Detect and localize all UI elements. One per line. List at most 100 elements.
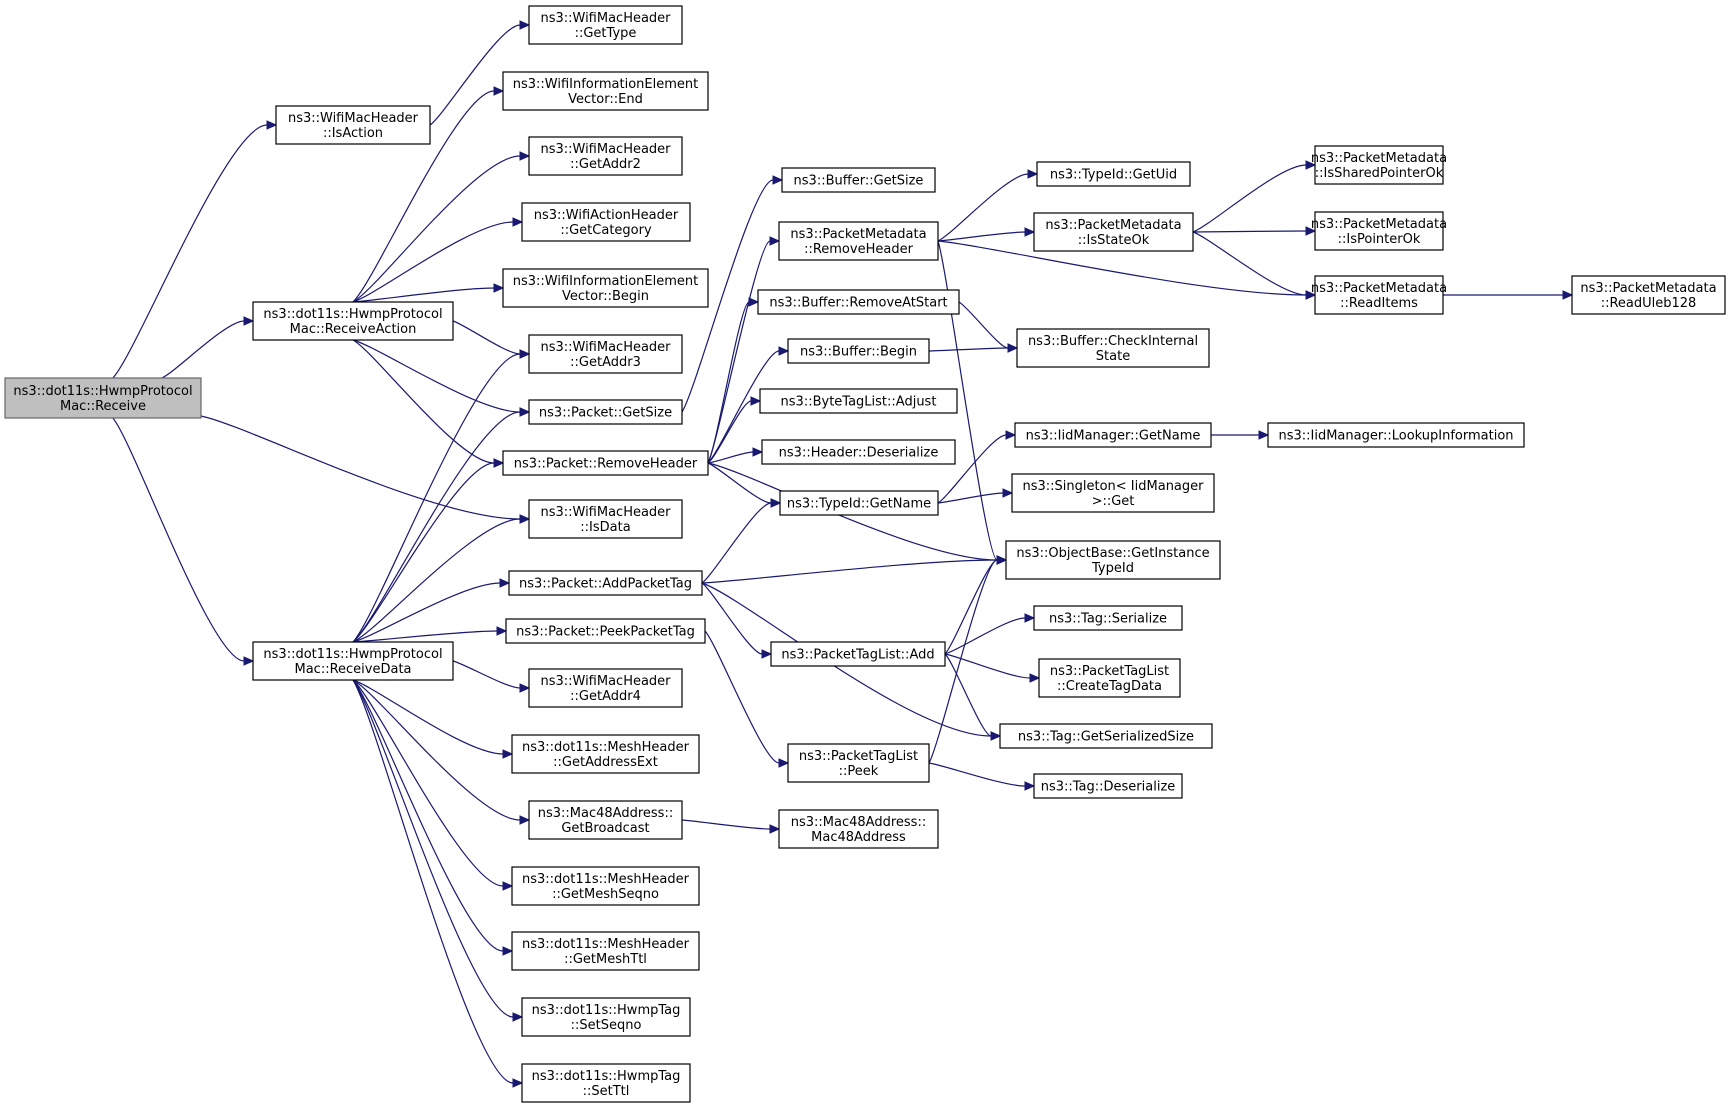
- node-box: [761, 439, 956, 465]
- node-getBroadcast[interactable]: ns3::Mac48Address::GetBroadcast: [528, 800, 683, 840]
- node-getMeshTtl[interactable]: ns3::dot11s::MeshHeader::GetMeshTtl: [511, 931, 700, 971]
- edge-line: [937, 231, 1026, 242]
- arrowhead-icon: [493, 86, 505, 96]
- arrowhead-icon: [512, 217, 524, 227]
- node-pmIsSharedPointerOk[interactable]: ns3::PacketMetadata::IsSharedPointerOk: [1311, 145, 1447, 185]
- node-getAddr2[interactable]: ns3::WifiMacHeader::GetAddr2: [528, 136, 683, 176]
- node-receiveData[interactable]: ns3::dot11s::HwmpProtocolMac::ReceiveDat…: [252, 641, 454, 681]
- arrowhead-icon: [493, 283, 505, 293]
- arrowhead-icon: [1024, 613, 1036, 623]
- arrowhead-icon: [990, 731, 1002, 741]
- node-iidLookupInformation[interactable]: ns3::IidManager::LookupInformation: [1267, 422, 1525, 448]
- edge-line: [352, 339, 495, 464]
- node-label: ::SetTtl: [583, 1084, 630, 1099]
- node-mac48Address[interactable]: ns3::Mac48Address::Mac48Address: [778, 809, 939, 849]
- node-box: [511, 866, 700, 906]
- node-bufRemoveAtStart[interactable]: ns3::Buffer::RemoveAtStart: [757, 289, 960, 315]
- node-ptlPeek[interactable]: ns3::PacketTagList::Peek: [787, 743, 930, 783]
- edge-line: [928, 559, 998, 764]
- node-bufBegin[interactable]: ns3::Buffer::Begin: [787, 338, 930, 364]
- node-pmReadItems[interactable]: ns3::PacketMetadata::ReadItems: [1311, 275, 1447, 315]
- node-box: [1033, 605, 1183, 631]
- node-peekPacketTag[interactable]: ns3::Packet::PeekPacketTag: [505, 618, 706, 644]
- edge-ptlPeek-getInstanceTypeId: [928, 555, 1008, 764]
- node-label: ns3::Mac48Address::: [791, 815, 926, 830]
- node-getAddressExt[interactable]: ns3::dot11s::MeshHeader::GetAddressExt: [511, 734, 700, 774]
- node-getMeshSeqno[interactable]: ns3::dot11s::MeshHeader::GetMeshSeqno: [511, 866, 700, 906]
- node-box: [511, 931, 700, 971]
- edge-ptlAdd-tagGetSerializedSize: [944, 653, 1002, 741]
- node-pmRemoveHeader[interactable]: ns3::PacketMetadata::RemoveHeader: [778, 221, 939, 261]
- edge-receiveAction-infoEnd: [352, 86, 505, 303]
- edge-line: [944, 617, 1026, 655]
- edge-line: [352, 411, 521, 643]
- node-label: ns3::Mac48Address::: [538, 806, 673, 821]
- node-typeIdGetUid[interactable]: ns3::TypeId::GetUid: [1036, 161, 1191, 187]
- arrowhead-icon: [1027, 169, 1039, 179]
- node-tagDeserialize[interactable]: ns3::Tag::Deserialize: [1033, 773, 1183, 799]
- node-box: [781, 167, 936, 193]
- node-ptlCreateTagData[interactable]: ns3::PacketTagList::CreateTagData: [1038, 658, 1181, 698]
- node-label: ns3::PacketMetadata: [1311, 151, 1447, 166]
- node-box: [1314, 145, 1444, 185]
- arrowhead-icon: [502, 946, 514, 956]
- node-tagSerialize[interactable]: ns3::Tag::Serialize: [1033, 605, 1183, 631]
- arrowhead-icon: [1305, 226, 1317, 236]
- node-label: ns3::PacketMetadata: [1580, 281, 1716, 296]
- node-getCategory[interactable]: ns3::WifiActionHeader::GetCategory: [521, 202, 691, 242]
- edge-receiveData-getAddr3: [352, 349, 531, 643]
- arrowhead-icon: [243, 316, 255, 326]
- node-isData[interactable]: ns3::WifiMacHeader::IsData: [528, 499, 683, 539]
- node-label: ::IsSharedPointerOk: [1315, 166, 1444, 181]
- node-pktRemoveHeader[interactable]: ns3::Packet::RemoveHeader: [502, 450, 709, 476]
- node-label: ::IsData: [580, 520, 630, 535]
- edge-receiveData-pktRemoveHeader: [352, 458, 505, 643]
- edge-pktRemoveHeader-pmRemoveHeader: [707, 236, 781, 464]
- node-label: ns3::Tag::Serialize: [1049, 612, 1167, 627]
- arrowhead-icon: [519, 151, 531, 161]
- node-singletonGet[interactable]: ns3::Singleton< IidManager>::Get: [1011, 473, 1215, 513]
- node-bufGetSize[interactable]: ns3::Buffer::GetSize: [781, 167, 936, 193]
- node-pktGetSize[interactable]: ns3::Packet::GetSize: [528, 399, 683, 425]
- node-box: [779, 490, 939, 516]
- arrowhead-icon: [770, 498, 782, 508]
- node-btlAdjust[interactable]: ns3::ByteTagList::Adjust: [759, 388, 958, 414]
- node-isAction[interactable]: ns3::WifiMacHeader::IsAction: [275, 105, 431, 145]
- edge-receiveData-addPacketTag: [352, 578, 511, 643]
- edge-line: [1192, 164, 1307, 233]
- node-typeIdGetName[interactable]: ns3::TypeId::GetName: [779, 490, 939, 516]
- node-getAddr4[interactable]: ns3::WifiMacHeader::GetAddr4: [528, 668, 683, 708]
- edge-line: [352, 679, 514, 1018]
- edge-line: [701, 502, 772, 584]
- node-setTtl[interactable]: ns3::dot11s::HwmpTag::SetTtl: [521, 1063, 691, 1103]
- node-receiveAction[interactable]: ns3::dot11s::HwmpProtocolMac::ReceiveAct…: [252, 301, 454, 341]
- node-iidGetName[interactable]: ns3::IidManager::GetName: [1014, 422, 1212, 448]
- node-label: >::Get: [1092, 494, 1135, 509]
- node-getType[interactable]: ns3::WifiMacHeader::GetType: [528, 5, 683, 45]
- node-pmIsStateOk[interactable]: ns3::PacketMetadata::IsStateOk: [1033, 212, 1194, 252]
- node-pmIsPointerOk[interactable]: ns3::PacketMetadata::IsPointerOk: [1311, 211, 1447, 251]
- node-box: [502, 268, 709, 308]
- node-label: ns3::TypeId::GetName: [787, 497, 931, 512]
- node-ptlAdd[interactable]: ns3::PacketTagList::Add: [770, 641, 946, 667]
- node-box: [511, 734, 700, 774]
- edge-line: [352, 679, 504, 755]
- node-pmReadUleb128[interactable]: ns3::PacketMetadata::ReadUleb128: [1571, 275, 1726, 315]
- edge-line: [429, 24, 521, 126]
- node-label: ::GetAddr3: [570, 355, 641, 370]
- edge-receiveData-isData: [352, 514, 531, 643]
- node-getAddr3[interactable]: ns3::WifiMacHeader::GetAddr3: [528, 334, 683, 374]
- node-tagGetSerializedSize[interactable]: ns3::Tag::GetSerializedSize: [999, 723, 1213, 749]
- node-setSeqno[interactable]: ns3::dot11s::HwmpTag::SetSeqno: [521, 997, 691, 1037]
- edge-receiveData-peekPacketTag: [352, 626, 508, 643]
- edge-receiveData-getAddr4: [452, 660, 531, 693]
- node-label: ns3::TypeId::GetUid: [1050, 168, 1177, 183]
- node-label: ns3::dot11s::MeshHeader: [522, 740, 690, 755]
- node-addPacketTag[interactable]: ns3::Packet::AddPacketTag: [508, 570, 703, 596]
- node-hdrDeserialize[interactable]: ns3::Header::Deserialize: [761, 439, 956, 465]
